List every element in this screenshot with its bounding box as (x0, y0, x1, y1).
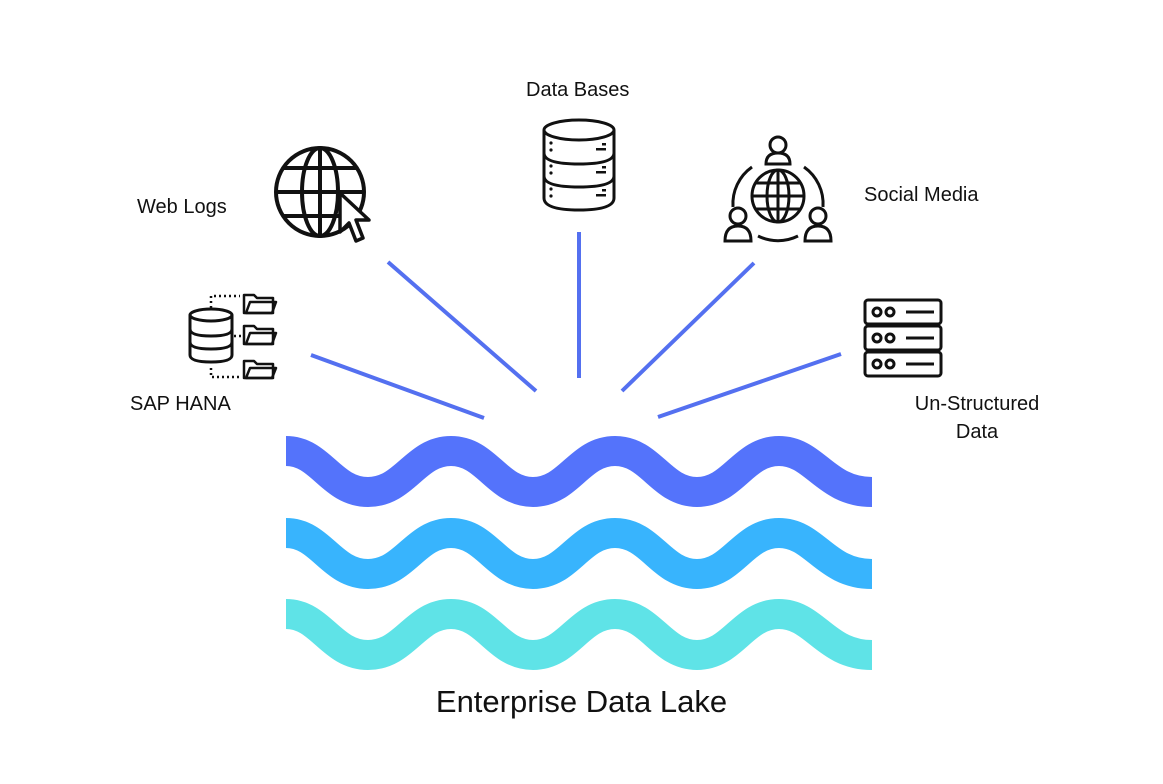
wave-bottom (284, 599, 873, 670)
label-sap-hana: SAP HANA (130, 393, 231, 415)
connector-lines (310, 232, 842, 420)
connector-sap-hana (310, 353, 485, 420)
label-social-media: Social Media (864, 184, 979, 206)
globe-people-icon (723, 135, 833, 243)
lake-waves (284, 436, 873, 670)
server-rack-icon (863, 298, 943, 378)
database-icon (542, 118, 616, 212)
connector-social-media (620, 261, 756, 393)
connector-web-logs (386, 260, 538, 393)
label-unstructured-data: Un-Structured Data (897, 390, 1057, 446)
wave-top (284, 436, 873, 507)
label-data-bases: Data Bases (526, 79, 630, 101)
connector-unstructured (657, 352, 842, 419)
globe-cursor-icon (274, 146, 371, 243)
diagram-title: Enterprise Data Lake (435, 684, 728, 719)
database-folders-icon (188, 293, 278, 380)
label-web-logs: Web Logs (137, 196, 227, 218)
label-unstructured-line1: Un-Structured (914, 393, 1040, 415)
wave-middle (284, 518, 873, 589)
label-unstructured-line2: Data (955, 421, 999, 443)
